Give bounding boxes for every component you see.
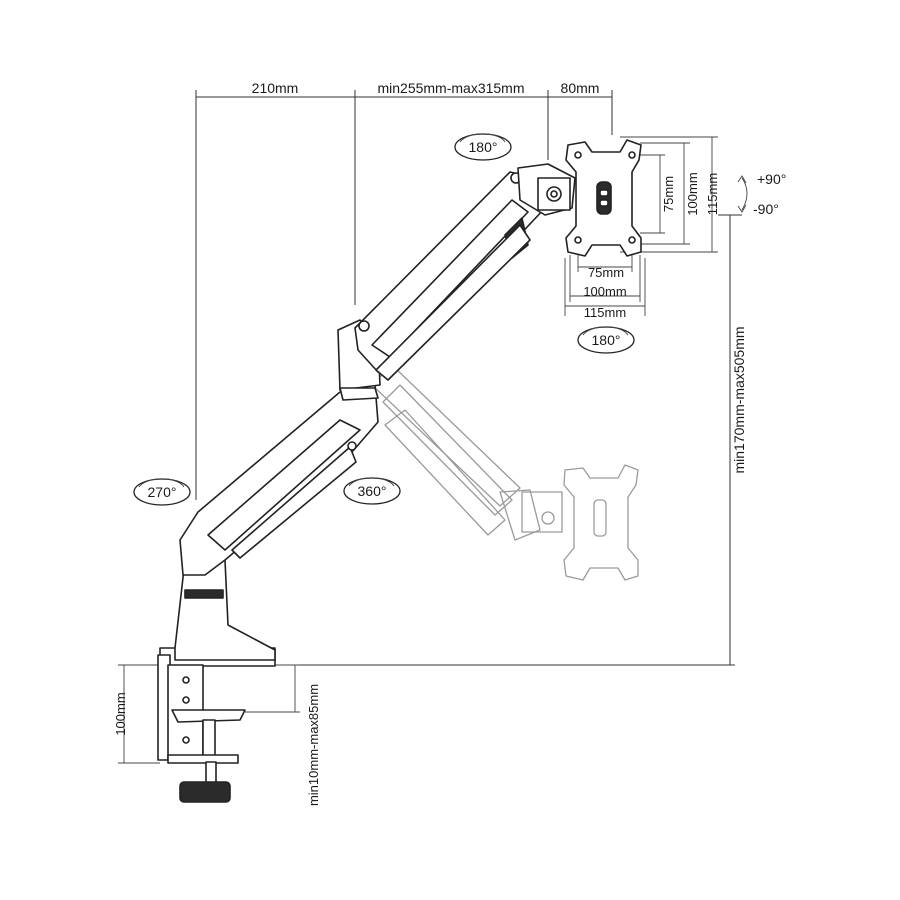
label-head-swivel: 180° — [469, 139, 498, 155]
label-tilt-down: -90° — [753, 201, 779, 217]
monitor-arm — [157, 139, 642, 803]
height-dimension: min170mm-max505mm — [270, 214, 747, 666]
label-vesa-w-75: 75mm — [588, 265, 624, 280]
rotation-badge-head-tilt: 180° — [577, 326, 635, 354]
label-vesa-h-115: 115mm — [705, 173, 720, 215]
upper-arm — [354, 171, 546, 381]
ghost-arm-position — [371, 364, 639, 581]
rotation-badge-arm: 360° — [343, 477, 401, 505]
vesa-plate — [565, 139, 642, 257]
label-clamp-100mm: 100mm — [113, 692, 128, 735]
label-desk-thickness: min10mm-max85mm — [306, 684, 321, 806]
label-vesa-w-100: 100mm — [583, 284, 626, 299]
top-reach-dimension: 210mm min255mm-max315mm 80mm — [195, 80, 613, 500]
label-head-tilt: 180° — [592, 332, 621, 348]
rotation-badge-base: 270° — [133, 478, 191, 506]
label-base-rotation: 270° — [148, 484, 177, 500]
label-arm-reach: min255mm-max315mm — [377, 80, 524, 96]
label-arm-rotation: 360° — [358, 483, 387, 499]
rotation-badge-head-swivel: 180° — [454, 133, 512, 161]
lower-arm — [179, 384, 379, 576]
label-height-range: min170mm-max505mm — [731, 326, 747, 473]
desk-clamp — [157, 647, 276, 803]
label-210mm: 210mm — [252, 80, 299, 96]
rotation-tilt-indicator: +90° -90° — [737, 171, 786, 217]
label-tilt-up: +90° — [757, 171, 786, 187]
label-vesa-w-115: 115mm — [584, 305, 626, 320]
label-vesa-h-100: 100mm — [685, 172, 700, 215]
label-vesa-h-75: 75mm — [661, 176, 676, 212]
tilt-head — [517, 163, 576, 216]
clamp-dimensions: 100mm min10mm-max85mm — [113, 664, 321, 806]
vesa-dimensions: 75mm 100mm 115mm 75mm 100mm 115mm — [564, 136, 720, 320]
label-80mm: 80mm — [561, 80, 600, 96]
